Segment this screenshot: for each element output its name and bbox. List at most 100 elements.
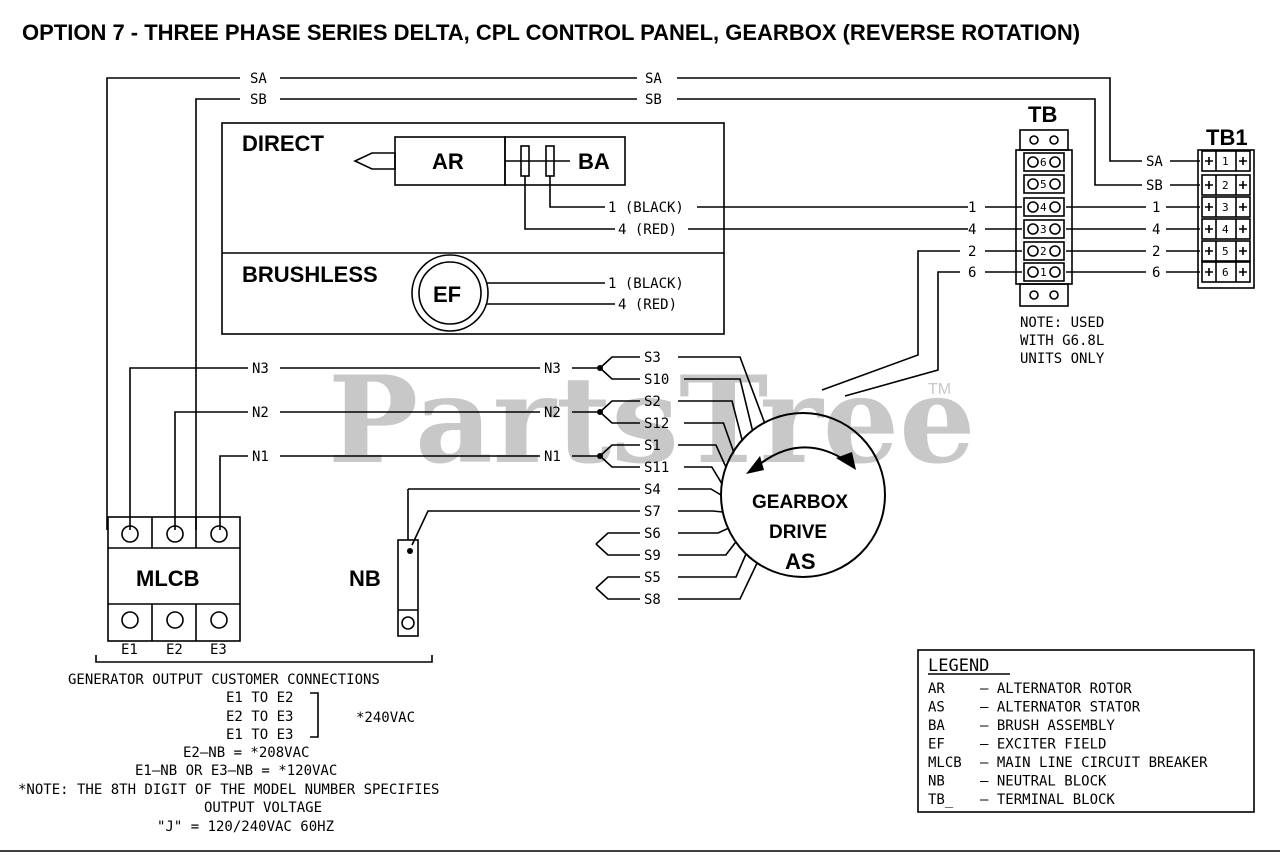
- tb1-terminal-label: 1: [1222, 155, 1229, 168]
- stator-lead-label: S4: [644, 482, 661, 498]
- stator-lead-s7: S7: [644, 504, 723, 520]
- neutral-block: [397, 539, 419, 637]
- tb-terminal-2: 2: [1023, 241, 1065, 261]
- stator-lead-label: S12: [644, 416, 669, 432]
- wire-2-to-stator: [821, 250, 960, 391]
- tb1-terminal-1: 1: [1201, 150, 1251, 172]
- direct-leads: [524, 176, 968, 230]
- stator-lead-s3: S3: [644, 350, 766, 423]
- stator-lead-label: S10: [644, 372, 669, 388]
- tb1-sb-label: SB: [1146, 178, 1163, 194]
- tb-in-1: 1: [968, 200, 976, 216]
- gearbox-drive: [720, 412, 886, 578]
- legend-desc: – BRUSH ASSEMBLY: [980, 718, 1115, 734]
- stator-lead-s6: S6: [644, 526, 729, 542]
- customer-120: E1–NB OR E3–NB = *120VAC: [135, 763, 337, 779]
- stator-lead-label: S5: [644, 570, 661, 586]
- sa-label-left: SA: [250, 71, 267, 87]
- stator-lead-label: S9: [644, 548, 661, 564]
- watermark-tm: TM: [928, 381, 951, 398]
- customer-pair-1: E1 TO E2: [226, 690, 293, 706]
- sb-wire: [195, 98, 1142, 530]
- rotation-arrow-head: [836, 452, 856, 470]
- tb1-terminal-2: 2: [1201, 174, 1251, 196]
- legend-item-ef: EF– EXCITER FIELD: [928, 737, 1106, 753]
- legend-desc: – MAIN LINE CIRCUIT BREAKER: [980, 755, 1208, 771]
- gearbox-line1: GEARBOX: [752, 492, 848, 513]
- tb-note-3: UNITS ONLY: [1020, 351, 1105, 367]
- legend-item-tb: TB_– TERMINAL BLOCK: [928, 792, 1115, 808]
- brushless-red-label: 4 (RED): [618, 297, 677, 313]
- rotation-arrow-tail: [746, 456, 764, 474]
- wire-6-to-stator: [844, 271, 960, 397]
- sb-label-left: SB: [250, 92, 267, 108]
- legend-desc: – ALTERNATOR ROTOR: [980, 681, 1132, 697]
- legend-item-as: AS– ALTERNATOR STATOR: [928, 700, 1141, 716]
- legend-desc: – NEUTRAL BLOCK: [980, 774, 1107, 790]
- tb-terminal-3: 3: [1023, 219, 1065, 239]
- tb-terminals: 6 5 4 3 2 1: [1023, 152, 1065, 282]
- legend-code: TB_: [928, 792, 954, 808]
- tb1-terminal-5: 5: [1201, 240, 1251, 262]
- n1-label-left: N1: [252, 449, 269, 465]
- customer-brace: [310, 692, 319, 738]
- brushless-title: BRUSHLESS: [242, 262, 378, 287]
- stator-lead-label: S6: [644, 526, 661, 542]
- n1-wire: [219, 455, 600, 530]
- rotor-ar: [353, 136, 506, 186]
- stator-lead-label: S1: [644, 438, 661, 454]
- tb-terminal-label: 3: [1040, 223, 1047, 236]
- sa-label-mid: SA: [645, 71, 662, 87]
- n2-label-left: N2: [252, 405, 269, 421]
- stator-lead-s5: S5: [644, 553, 747, 586]
- stator-lead-label: S8: [644, 592, 661, 608]
- tb1-sa-label: SA: [1146, 154, 1163, 170]
- tb-terminal-4: 4: [1023, 197, 1065, 217]
- tb-terminal-label: 5: [1040, 178, 1047, 191]
- tb1-title: TB1: [1206, 125, 1248, 150]
- customer-note-3: "J" = 120/240VAC 60HZ: [157, 819, 334, 835]
- stator-lead-label: S7: [644, 504, 661, 520]
- tb1-terminal-4: 4: [1201, 218, 1251, 240]
- direct-red-label: 4 (RED): [618, 222, 677, 238]
- tb-terminal-1: 1: [1023, 262, 1065, 282]
- tb-terminal-label: 6: [1040, 156, 1047, 169]
- rotation-arrow: [754, 446, 849, 469]
- sa-wire: [106, 77, 1142, 530]
- stator-lead-s1: S1: [644, 438, 727, 468]
- tb1-out-6: 6: [1152, 265, 1160, 281]
- tb-in-wires: [985, 206, 1200, 273]
- tb1-terminal-label: 3: [1222, 201, 1229, 214]
- tb-title: TB: [1028, 102, 1057, 127]
- legend-code: BA: [928, 718, 945, 734]
- tb-terminal-label: 1: [1040, 266, 1047, 279]
- direct-title: DIRECT: [242, 131, 324, 156]
- tb-terminal-5: 5: [1023, 174, 1065, 194]
- legend-desc: – ALTERNATOR STATOR: [980, 700, 1141, 716]
- customer-note-2: OUTPUT VOLTAGE: [204, 800, 322, 816]
- stator-lead-s12: S12: [644, 416, 735, 452]
- stator-lead-s9: S9: [644, 541, 737, 564]
- tb1-out-4: 4: [1152, 222, 1160, 238]
- stator-splices: [407, 356, 640, 600]
- rotor-ar-label: AR: [432, 149, 464, 174]
- exciter-ef-label: EF: [433, 282, 461, 307]
- stator-lead-s4: S4: [644, 482, 722, 498]
- mlcb-e1: E1: [121, 642, 138, 658]
- n2-wire: [174, 411, 600, 530]
- nb-label: NB: [349, 566, 381, 591]
- legend-box: [917, 649, 1255, 813]
- customer-pair-2: E2 TO E3: [226, 709, 293, 725]
- brush-ba-label: BA: [578, 149, 610, 174]
- stator-lead-s10: S10: [644, 372, 754, 431]
- sb-label-mid: SB: [645, 92, 662, 108]
- legend-title: LEGEND: [928, 656, 989, 676]
- n2-label-mid: N2: [544, 405, 561, 421]
- tb1-terminal-label: 6: [1222, 266, 1229, 279]
- legend-item-ba: BA – BRUSH ASSEMBLY: [928, 718, 1115, 734]
- tb-terminal-label: 4: [1040, 201, 1047, 214]
- customer-pair-voltage: *240VAC: [356, 710, 415, 726]
